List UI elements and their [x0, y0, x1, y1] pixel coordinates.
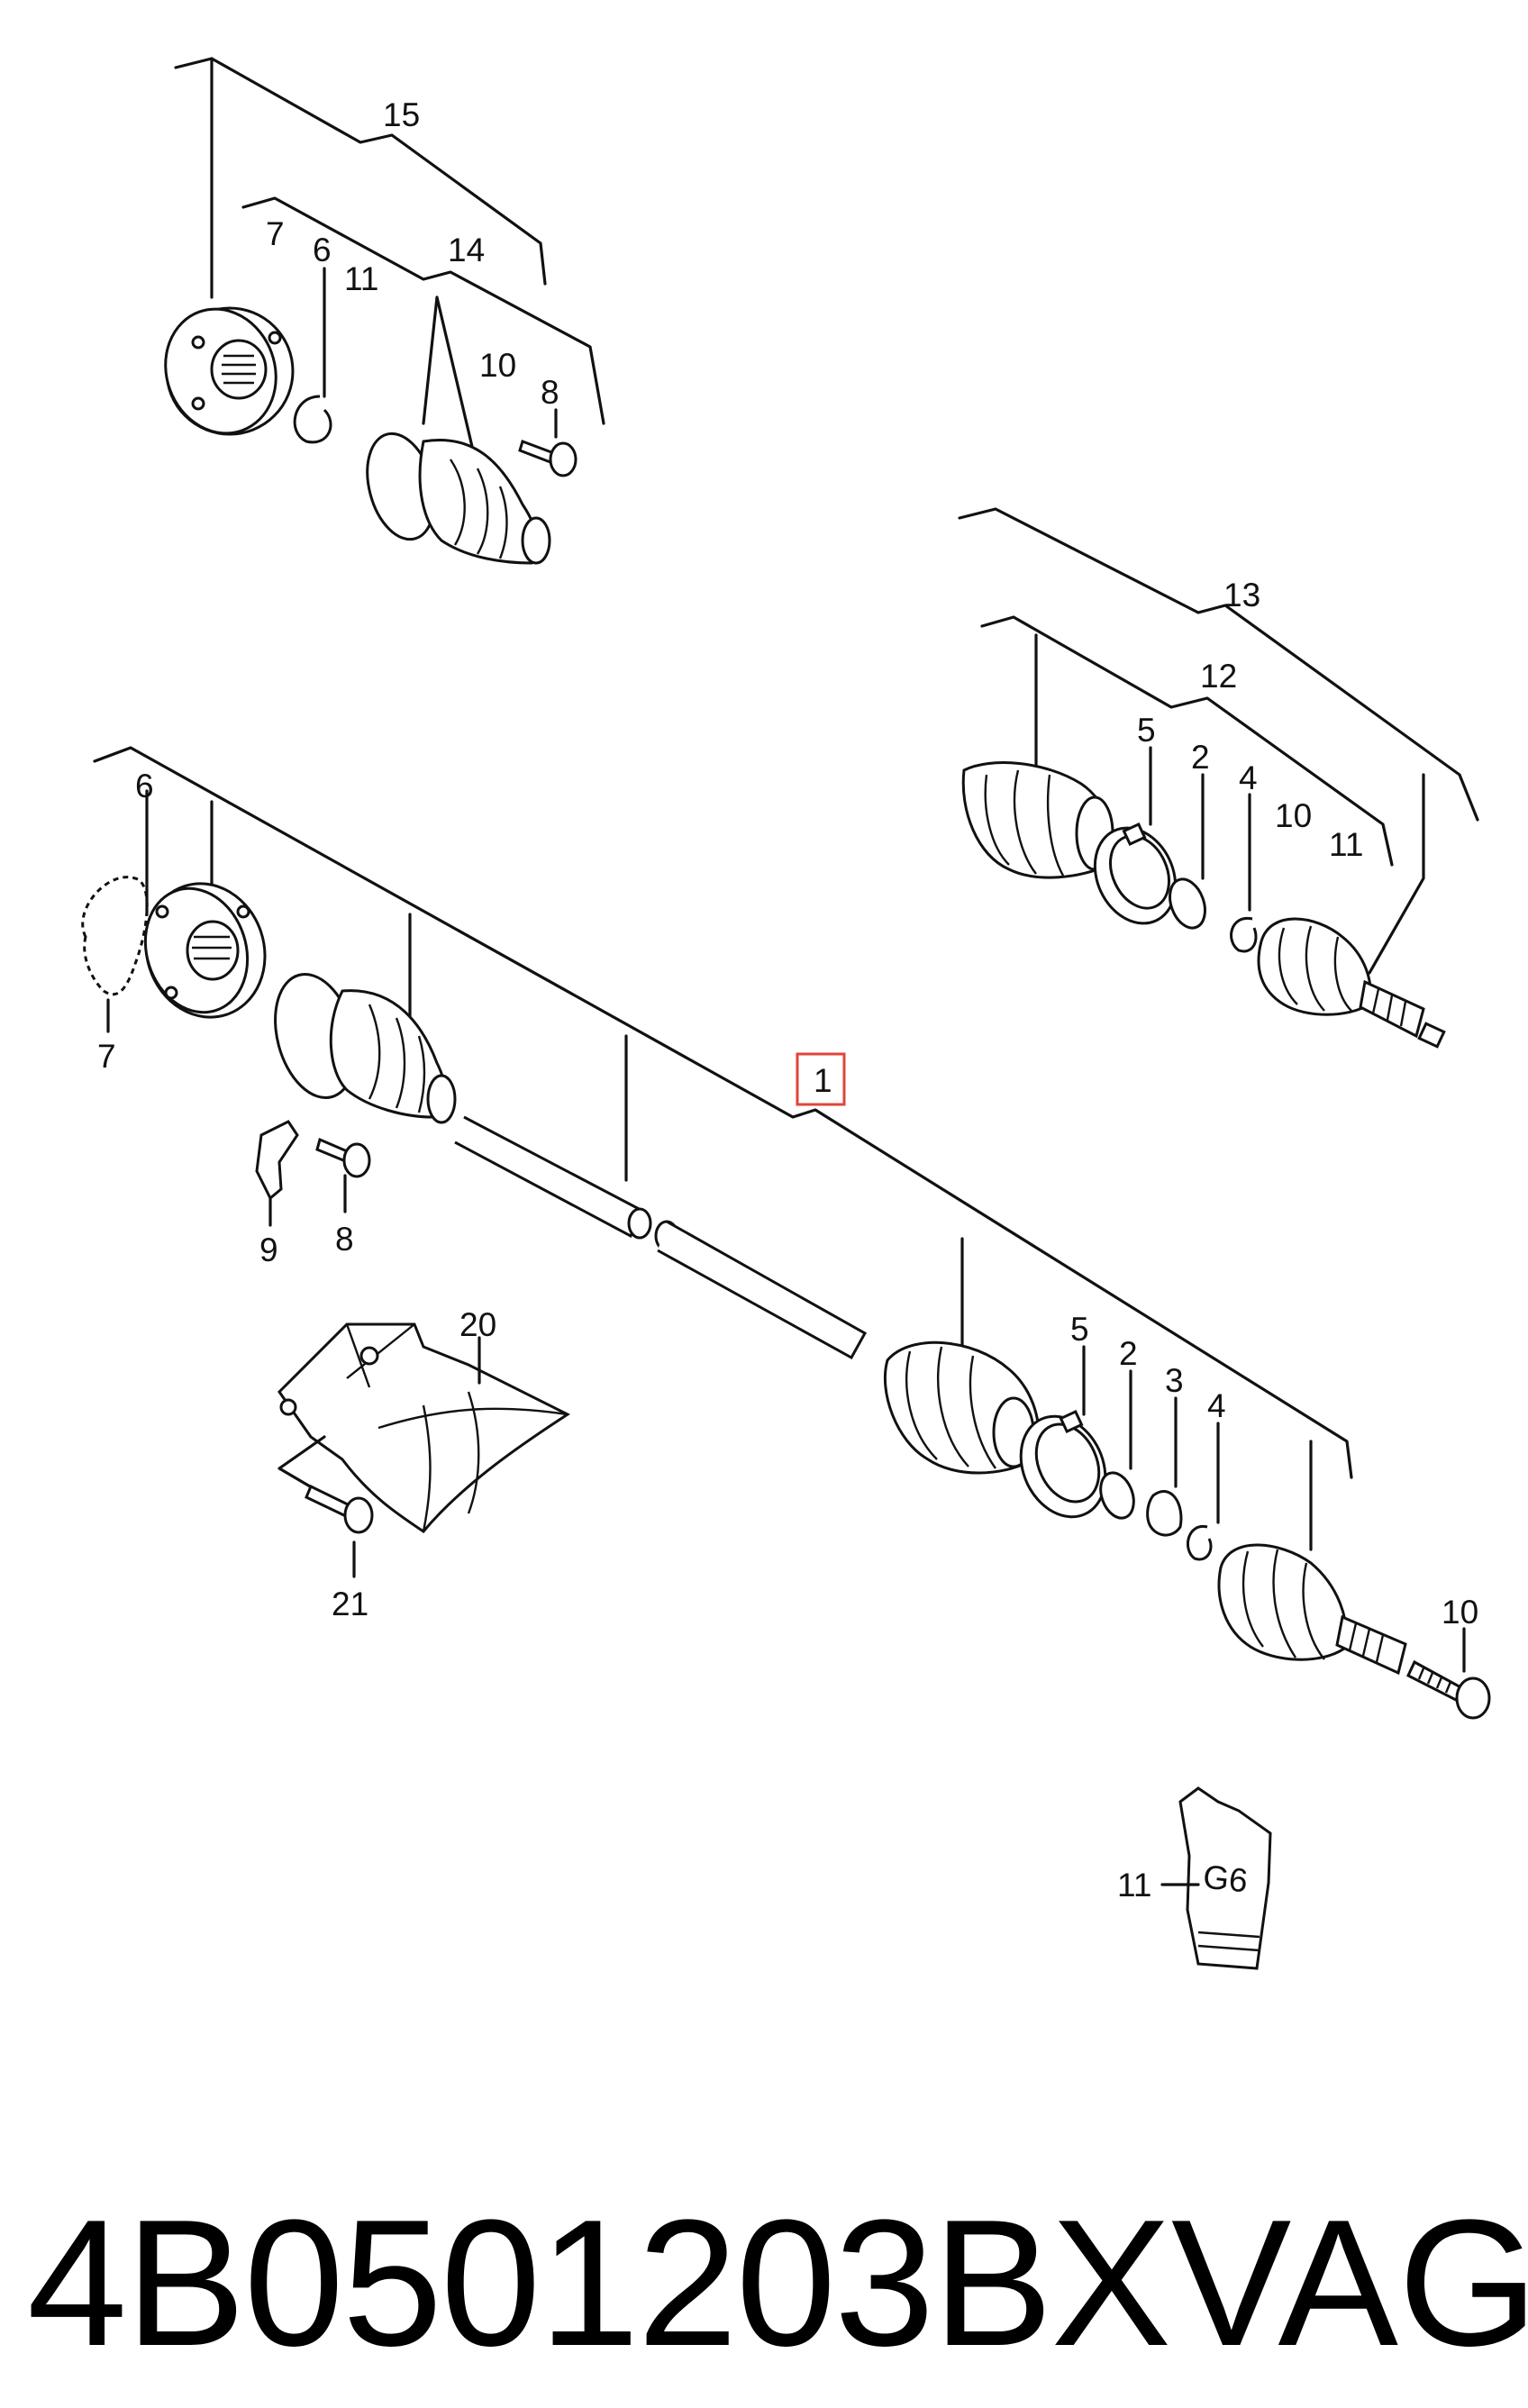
lock-plate	[255, 1120, 299, 1201]
callout-14: 14	[448, 232, 485, 268]
drive-shaft	[454, 1115, 868, 1360]
top-inner-joint-group	[164, 57, 605, 565]
cv-boot-left	[274, 973, 457, 1124]
callout-11-top: 11	[344, 260, 378, 297]
cv-boot-top	[366, 432, 551, 565]
cv-joint-flange-left	[81, 876, 267, 1019]
callout-13: 13	[1223, 577, 1260, 613]
grease-tube-label: G6	[1201, 1858, 1249, 1900]
callout-10-top: 10	[479, 347, 516, 384]
callout-1[interactable]: 1	[814, 1062, 832, 1099]
leader-lines	[323, 267, 1251, 1524]
callout-7-top: 7	[266, 215, 285, 252]
circlip-right	[1230, 917, 1258, 953]
right-outer-joint-group	[958, 507, 1479, 1049]
dished-washer	[1146, 1490, 1183, 1537]
cv-boot-right	[961, 761, 1114, 879]
main-shaft-group	[81, 746, 1491, 1720]
circlip-bottom	[1187, 1525, 1213, 1561]
callout-4-bottom: 4	[1207, 1387, 1226, 1424]
callout-5-right: 5	[1137, 712, 1156, 749]
cv-joint-flange-top	[164, 306, 295, 436]
brand-name: VAG	[1171, 2183, 1528, 2384]
callout-6-left: 6	[135, 768, 154, 804]
heat-shield-group	[277, 1322, 570, 1578]
callout-10-bottom: 10	[1442, 1594, 1478, 1631]
callout-15: 15	[383, 96, 420, 133]
callout-6-top: 6	[313, 232, 332, 268]
cv-boot-outer	[883, 1340, 1041, 1475]
bolt-mid	[315, 1137, 371, 1178]
washer-right	[1169, 877, 1206, 930]
callout-11-right: 11	[1329, 826, 1363, 863]
part-number: 4B0501203BX	[27, 2183, 1171, 2384]
callout-7-left: 7	[97, 1038, 116, 1075]
callout-2-bottom: 2	[1119, 1335, 1138, 1372]
clamp-right	[1093, 822, 1178, 925]
callout-12: 12	[1200, 658, 1237, 695]
bolt-top	[518, 440, 578, 477]
clamp-bottom	[1019, 1409, 1107, 1519]
callout-labels: 15 14 7 6 11 10 8 13 12 5 2 4 10 11 6 7 …	[97, 96, 1478, 1904]
outer-cv-joint-right	[1257, 917, 1446, 1049]
callout-9: 9	[259, 1231, 278, 1268]
callout-1-highlight[interactable]	[796, 1052, 846, 1106]
bolt-heat-shield	[305, 1484, 374, 1534]
callout-8-top: 8	[541, 374, 559, 411]
washer-bottom	[1099, 1471, 1135, 1520]
circlip-top	[293, 395, 332, 444]
callout-20: 20	[459, 1306, 496, 1343]
callout-11-bottom: 11	[1117, 1867, 1151, 1904]
callout-21: 21	[332, 1586, 368, 1622]
callout-10-right: 10	[1275, 797, 1312, 834]
callout-4-right: 4	[1239, 759, 1258, 796]
callout-8-mid: 8	[335, 1221, 354, 1258]
callout-2-right: 2	[1191, 739, 1210, 776]
outer-cv-joint-bottom	[1217, 1543, 1407, 1676]
callout-5-bottom: 5	[1070, 1311, 1089, 1348]
callout-3: 3	[1165, 1362, 1184, 1399]
grease-tube: G6	[1160, 1786, 1272, 1970]
bolt-bottom	[1406, 1659, 1491, 1720]
